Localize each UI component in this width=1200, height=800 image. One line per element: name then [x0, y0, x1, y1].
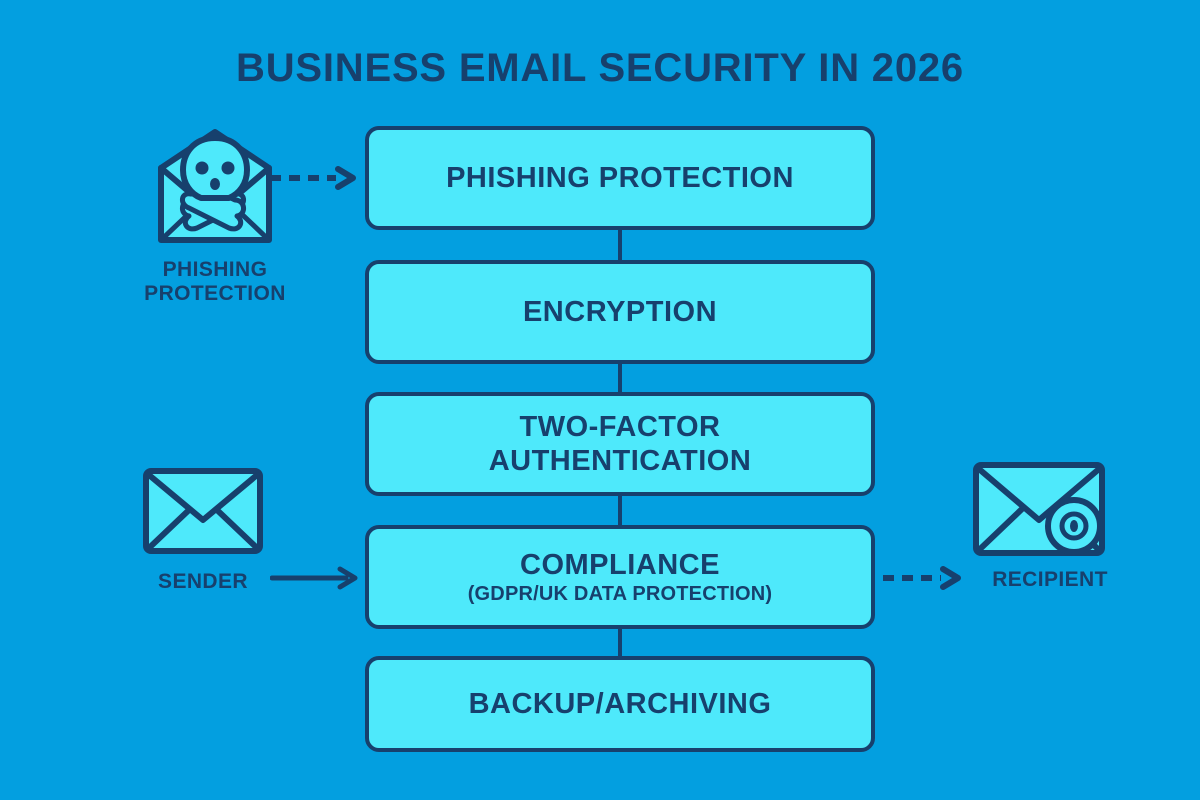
flow-box-backup-archiving[interactable]: BACKUP/ARCHIVING — [365, 656, 875, 752]
connector-line — [618, 496, 622, 525]
envelope-skull-icon — [153, 128, 278, 246]
flow-box-subtitle: (GDPR/UK DATA PROTECTION) — [467, 583, 773, 606]
recipient-group — [968, 460, 1120, 560]
flow-box-title: ENCRYPTION — [522, 295, 718, 328]
flow-box-two-factor-authentication[interactable]: TWO-FACTOR AUTHENTICATION — [365, 392, 875, 496]
recipient-label: RECIPIENT — [992, 568, 1108, 591]
flow-box-phishing-protection[interactable]: PHISHING PROTECTION — [365, 126, 875, 230]
solid-arrow-sender-to-compliance — [270, 566, 362, 590]
flow-box-title: TWO-FACTOR AUTHENTICATION — [488, 410, 752, 477]
dashed-arrow-phishing-to-box — [268, 166, 360, 190]
sender-group: SENDER — [133, 466, 273, 594]
phishing-label: PHISHING PROTECTION — [144, 258, 286, 305]
envelope-icon — [141, 466, 265, 556]
flow-box-title: COMPLIANCE — [520, 548, 720, 581]
page-title: BUSINESS EMAIL SECURITY IN 2026 — [236, 46, 964, 90]
connector-line — [618, 629, 622, 656]
phishing-source-group: PHISHING PROTECTION — [120, 128, 310, 305]
connector-line — [618, 230, 622, 260]
dashed-arrow-compliance-to-recipient — [881, 566, 967, 590]
flow-box-encryption[interactable]: ENCRYPTION — [365, 260, 875, 364]
sender-label: SENDER — [158, 570, 248, 593]
flow-box-title: BACKUP/ARCHIVING — [468, 687, 772, 720]
flow-box-compliance[interactable]: COMPLIANCE (GDPR/UK DATA PROTECTION) — [365, 525, 875, 629]
flow-box-title: PHISHING PROTECTION — [446, 161, 794, 194]
connector-line — [618, 364, 622, 392]
envelope-sealed-icon — [971, 460, 1117, 560]
